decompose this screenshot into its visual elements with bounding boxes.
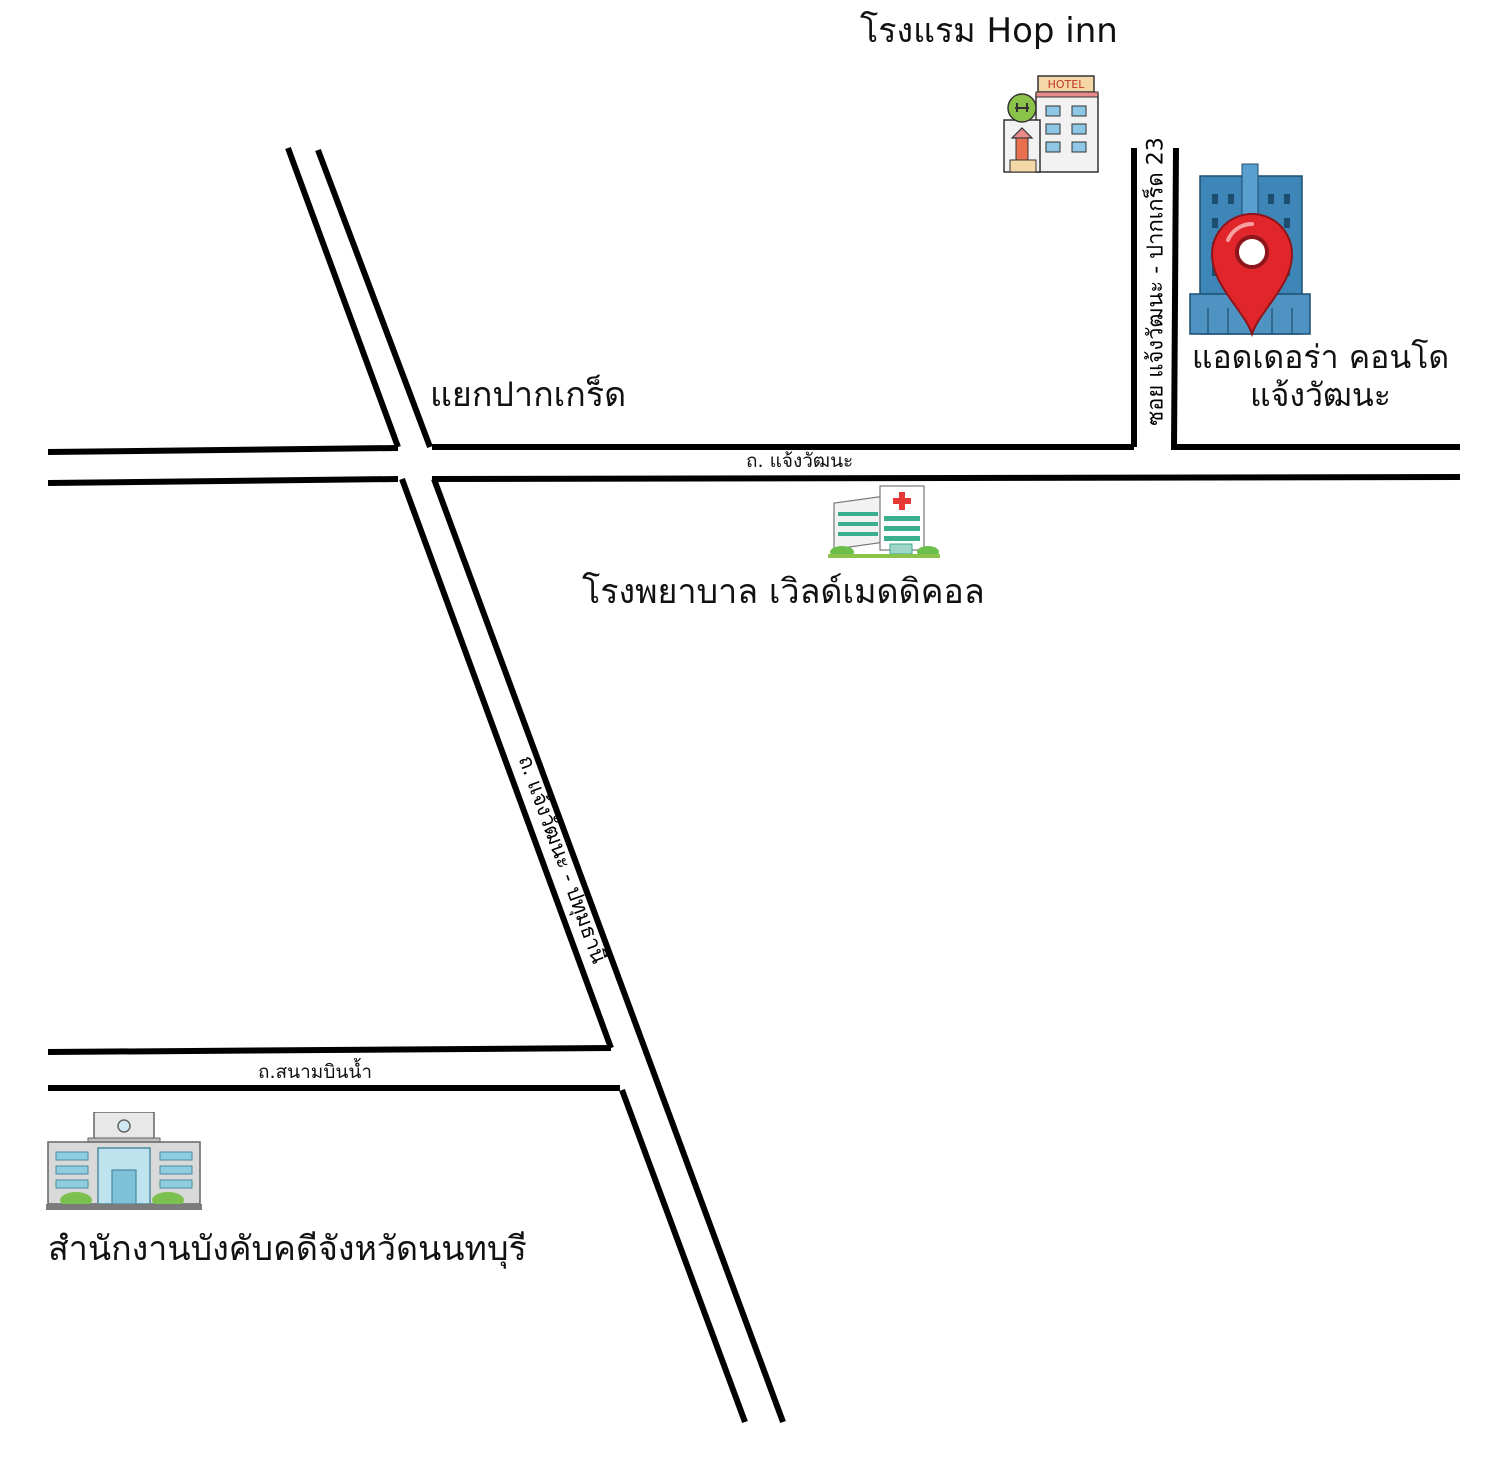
diag-road-south-left — [399, 477, 614, 1050]
main-road-edge-bottom-right — [431, 474, 1461, 482]
hotel-sign-text: HOTEL — [1048, 78, 1086, 91]
hospital-icon — [828, 485, 940, 558]
main-road-edge-top-left — [47, 445, 399, 455]
diag-road-south-right — [431, 477, 786, 1424]
location-pin-icon — [1210, 213, 1294, 338]
condo-label-line2: แจ้งวัฒนะ — [1250, 376, 1391, 415]
airport-road-edge-top — [47, 1045, 612, 1055]
office-label: สำนักงานบังคับคดีจังหวัดนนทบุรี — [48, 1229, 527, 1269]
government-office-icon — [46, 1112, 202, 1210]
condo-label-line1: แอดเดอร่า คอนโด — [1191, 338, 1450, 376]
airport-road-label: ถ.สนามบินน้ำ — [258, 1061, 373, 1083]
main-road-edge-bottom-left — [47, 476, 399, 486]
soi-edge-right — [1171, 147, 1179, 451]
hotel-building-icon: HOTEL — [1003, 75, 1099, 173]
main-road-label: ถ. แจ้งวัฒนะ — [746, 450, 854, 472]
junction-label: แยกปากเกร็ด — [430, 375, 627, 415]
diag-road-south-left-lower — [619, 1088, 748, 1424]
condo-label: แอดเดอร่า คอนโด แจ้งวัฒนะ — [1188, 338, 1453, 415]
soi-road-label: ซอย แจ้งวัฒนะ - ปากเกร็ด 23 — [1143, 137, 1169, 426]
hospital-label: โรงพยาบาล เวิลด์เมดดิคอล — [582, 572, 985, 612]
diag-road-north-right — [315, 148, 433, 449]
hotel-label: โรงแรม Hop inn — [860, 11, 1118, 51]
diag-road-north-left — [285, 146, 401, 449]
